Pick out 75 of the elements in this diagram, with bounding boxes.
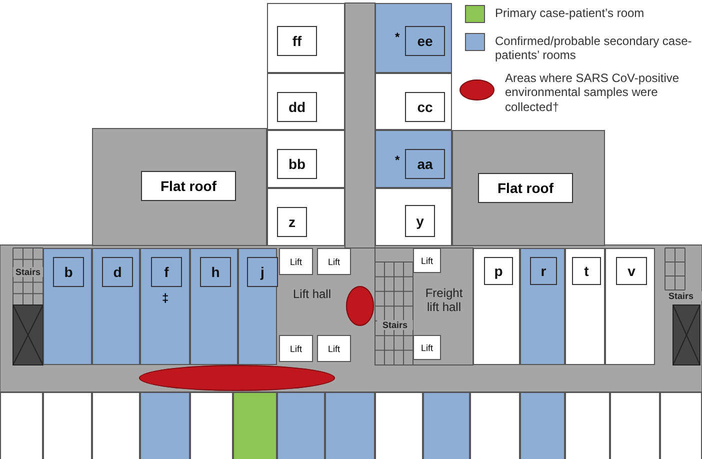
room: [140, 392, 190, 459]
room-label: t: [572, 257, 601, 285]
stairs-label: Stairs: [13, 267, 43, 278]
room: [473, 248, 520, 365]
room: [660, 392, 702, 459]
room: [92, 248, 140, 365]
lift-box: [413, 335, 441, 360]
area-label: Lift hall: [292, 288, 332, 302]
footnote-mark: ‡: [162, 291, 169, 305]
room: [43, 248, 92, 365]
room: [233, 392, 277, 459]
room: [375, 188, 452, 246]
lift-box: [279, 248, 313, 275]
room-label: h: [200, 257, 231, 287]
lift-label: Lift: [288, 344, 303, 354]
lift-box: [317, 335, 351, 362]
room: [267, 130, 345, 188]
lift-box: [279, 335, 313, 362]
room-label: cc: [405, 92, 445, 122]
footnote-mark: *: [395, 153, 400, 167]
room: [375, 130, 452, 188]
room: [375, 73, 452, 130]
room-label: j: [247, 257, 278, 287]
room: [267, 3, 345, 73]
lift-box: [413, 248, 441, 273]
flat-roof-label: Flat roof: [478, 173, 573, 203]
lift-box: [317, 248, 351, 275]
room-label: aa: [405, 149, 445, 179]
lift-label: Lift: [288, 256, 303, 266]
stairs-label: Stairs: [377, 320, 413, 330]
lift-label: Lift: [420, 342, 434, 352]
room-label: r: [530, 257, 557, 285]
room-label: z: [277, 207, 307, 237]
room: [375, 3, 452, 73]
room: [190, 392, 233, 459]
room: [470, 392, 520, 459]
room-label: ee: [405, 26, 445, 56]
room: [605, 248, 655, 365]
room: [325, 392, 375, 459]
room-label: b: [53, 257, 84, 287]
room: [238, 248, 277, 365]
room-label: f: [151, 257, 182, 287]
flat-roof-area: [452, 130, 605, 246]
footnote-mark: *: [395, 30, 400, 44]
room: [277, 392, 325, 459]
lift-label: Lift: [420, 256, 434, 266]
room-label: ff: [277, 26, 317, 56]
room: [140, 248, 190, 365]
room: [565, 248, 605, 365]
area-label: Freight lift hall: [424, 287, 464, 315]
room: [610, 392, 660, 459]
room: [267, 188, 345, 246]
room: [267, 73, 345, 130]
room-label: p: [484, 257, 513, 285]
room: [43, 392, 92, 459]
room: [423, 392, 470, 459]
flat-roof-area: [92, 128, 267, 246]
lift-label: Lift: [326, 344, 341, 354]
room-label: y: [405, 205, 435, 237]
room-label: d: [102, 257, 133, 287]
room: [565, 392, 610, 459]
room: [92, 392, 140, 459]
room-label: bb: [277, 149, 317, 179]
room-label: dd: [277, 92, 317, 122]
room-label: v: [616, 257, 647, 285]
legend-text: Primary case-patient’s room: [495, 6, 646, 20]
lift-label: Lift: [326, 256, 341, 266]
room: [520, 248, 565, 365]
legend-text: Areas where SARS CoV-positive environmental samples were collected†: [505, 71, 680, 114]
room: [520, 392, 565, 459]
room: [0, 392, 43, 459]
room: [190, 248, 238, 365]
room: [375, 392, 423, 459]
flat-roof-label: Flat roof: [141, 171, 236, 201]
legend-text: Confirmed/probable secondary case-patients’ rooms: [495, 34, 693, 63]
